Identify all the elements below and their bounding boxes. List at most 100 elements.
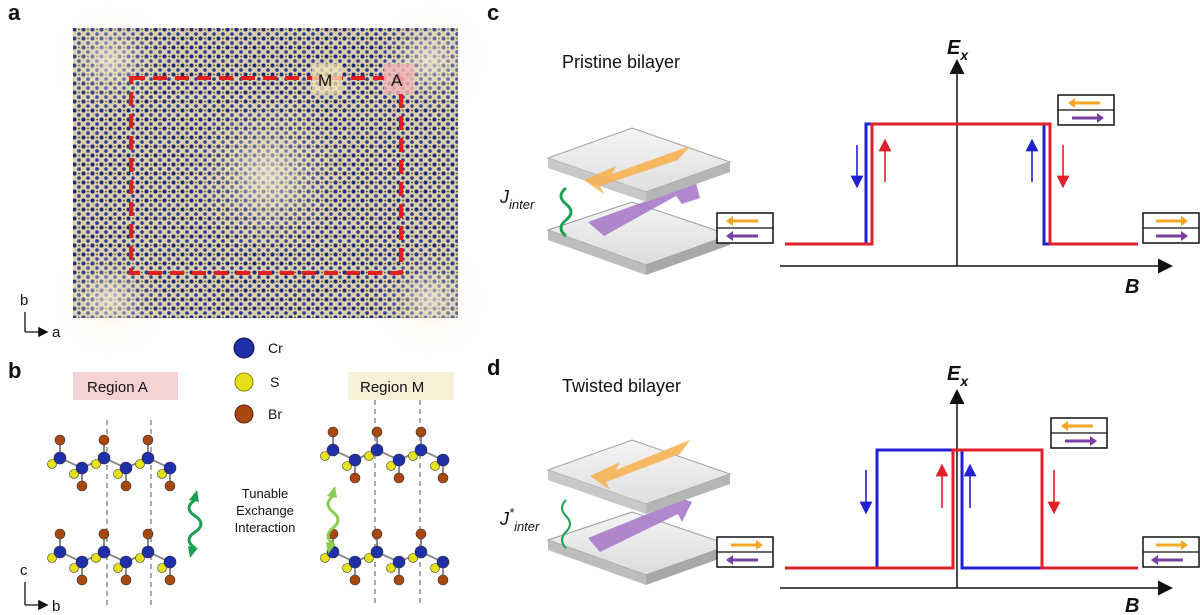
bottom-slab-side xyxy=(548,230,646,275)
br-atom-icon xyxy=(234,404,254,424)
bottom-slab-side xyxy=(646,235,730,275)
panel-c: c Pristine bilayer Jinter Ex B xyxy=(487,0,1200,298)
s-atom xyxy=(320,553,330,563)
axis-b2-label: b xyxy=(52,598,60,615)
s-atom xyxy=(91,459,101,469)
x-axis-label-c: B xyxy=(1125,276,1139,298)
cr-atom xyxy=(53,451,67,465)
cr-atom xyxy=(119,461,133,475)
jinter-label: Jinter xyxy=(499,187,535,212)
region-m-marker: M xyxy=(318,71,332,90)
panel-b: b Cr S Br Region A Region M xyxy=(8,337,454,615)
down-sweep-curve-d xyxy=(785,448,1138,570)
region-m-highlight xyxy=(312,64,342,94)
cr-atom xyxy=(348,453,362,467)
y-axis-label-d: Ex xyxy=(947,363,969,389)
br-atom xyxy=(164,480,176,492)
region-a-highlight xyxy=(384,64,414,94)
bottom-spin-arrow xyxy=(588,176,700,236)
cr-atom xyxy=(436,555,450,569)
br-atom xyxy=(142,434,154,446)
pristine-bilayer-illustration: Jinter xyxy=(499,127,732,275)
cr-atom xyxy=(75,555,89,569)
br-atom xyxy=(120,574,132,586)
s-atom xyxy=(342,461,352,471)
s-atom-icon xyxy=(234,372,254,392)
top-slab-side xyxy=(646,474,730,514)
br-atom xyxy=(142,528,154,540)
cr-atom xyxy=(370,545,384,559)
down-sweep-curve-c xyxy=(785,122,1138,246)
cr-atom xyxy=(75,461,89,475)
top-slab xyxy=(546,127,732,193)
br-atom xyxy=(393,574,405,586)
top-slab-side xyxy=(548,470,646,514)
region-m-box xyxy=(348,372,454,400)
br-atom xyxy=(76,574,88,586)
cr-atom xyxy=(141,545,155,559)
bottom-slab-side xyxy=(646,545,730,585)
cr-atom-icon xyxy=(233,337,255,359)
tunable-text-1: Tunable xyxy=(242,486,289,501)
pristine-title: Pristine bilayer xyxy=(562,52,680,72)
spin-state-antiparallel-left xyxy=(716,536,774,568)
axis-c-label: c xyxy=(20,562,28,579)
cr-atom xyxy=(97,545,111,559)
cr-atom xyxy=(348,555,362,569)
region-a-top-layer xyxy=(47,434,177,492)
weak-coupling-wave xyxy=(326,494,340,546)
bottom-slab-side xyxy=(548,540,646,585)
spin-state-parallel-right xyxy=(1142,212,1200,244)
br-atom xyxy=(98,434,110,446)
cr-atom xyxy=(119,555,133,569)
cr-atom xyxy=(392,453,406,467)
s-atom xyxy=(113,469,123,479)
coupling-arrowhead xyxy=(326,542,336,554)
moire-swirl-center xyxy=(188,95,348,255)
cr-atom xyxy=(414,545,428,559)
br-atom xyxy=(120,480,132,492)
panel-letter-d: d xyxy=(487,355,500,380)
spin-state-parallel-right xyxy=(1142,536,1200,568)
s-atom xyxy=(135,459,145,469)
coupling-arrowhead xyxy=(188,546,198,558)
s-atom xyxy=(386,563,396,573)
s-atom xyxy=(430,461,440,471)
cr-atom xyxy=(163,555,177,569)
y-axis-label-c: Ex xyxy=(947,37,969,63)
panel-letter-b: b xyxy=(8,358,21,383)
s-atom xyxy=(135,553,145,563)
strong-coupling-wave xyxy=(187,498,203,550)
legend-cr: Cr xyxy=(268,340,283,356)
coupling-arrowhead xyxy=(327,486,337,498)
cr-atom xyxy=(53,545,67,559)
moire-swirl-corner xyxy=(375,5,485,115)
s-atom xyxy=(364,451,374,461)
twisted-bilayer-illustration: J*inter xyxy=(499,439,732,585)
s-atom xyxy=(342,563,352,573)
bottom-spin-arrow xyxy=(588,494,692,552)
s-atom xyxy=(364,553,374,563)
pristine-coupling-wave xyxy=(559,186,573,238)
br-atom xyxy=(164,574,176,586)
panel-d: d Twisted bilayer J*inter Ex B xyxy=(487,355,1200,615)
region-a-marker: A xyxy=(391,71,403,90)
s-atom xyxy=(320,451,330,461)
up-sweep-curve-d xyxy=(785,448,1138,570)
br-atom xyxy=(415,528,427,540)
spin-state-antiparallel-left xyxy=(716,212,774,244)
cr-atom xyxy=(392,555,406,569)
atom-legend: Cr S Br xyxy=(233,337,283,424)
panel-a: a M A b a xyxy=(8,0,485,355)
br-atom xyxy=(371,426,383,438)
tunable-text-3: Interaction xyxy=(235,520,296,535)
s-atom xyxy=(157,563,167,573)
br-atom xyxy=(76,480,88,492)
cr-atom xyxy=(414,443,428,457)
cr-atom xyxy=(436,453,450,467)
top-slab-side xyxy=(646,162,730,202)
region-a-box xyxy=(73,372,178,400)
br-atom xyxy=(327,426,339,438)
region-m-label: Region M xyxy=(360,379,424,396)
panel-letter-c: c xyxy=(487,0,499,25)
